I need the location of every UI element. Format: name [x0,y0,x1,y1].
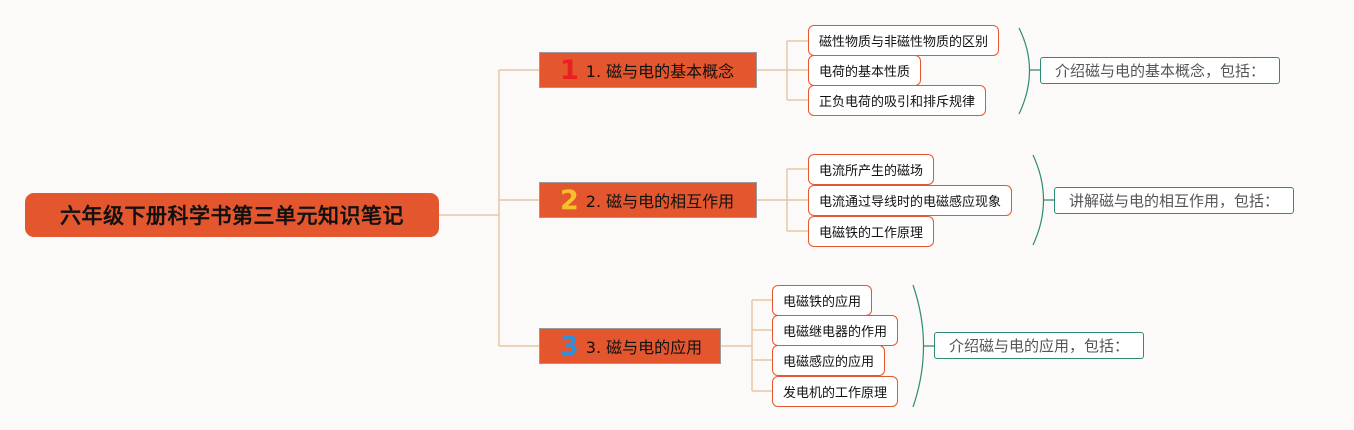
branch-1-label: 1. 磁与电的基本概念 [585,62,735,81]
item-label: 电磁感应的应用 [783,355,875,370]
item-label: 正负电荷的吸引和排斥规律 [819,95,976,110]
branch-3-summary[interactable]: 介绍磁与电的应用，包括： [934,332,1145,359]
summary-label: 介绍磁与电的基本概念，包括： [1055,62,1266,80]
item-label: 电磁铁的应用 [783,295,862,310]
item-label: 发电机的工作原理 [783,386,888,401]
branch-3-item-3[interactable]: 电磁感应的应用 [772,345,886,376]
root-title: 六年级下册科学书第三单元知识笔记 [60,204,404,228]
branch-2-summary[interactable]: 讲解磁与电的相互作用，包括： [1054,187,1295,214]
branch-3-label: 3. 磁与电的应用 [585,338,703,357]
item-label: 磁性物质与非磁性物质的区别 [819,35,989,50]
number-1-icon: 1 [560,54,579,86]
summary-bracket-1 [1018,27,1031,115]
item-label: 电磁铁的工作原理 [819,226,924,241]
branch-2-item-3[interactable]: 电磁铁的工作原理 [808,216,935,247]
branch-3-connector [721,299,772,392]
branch-1-summary[interactable]: 介绍磁与电的基本概念，包括： [1040,57,1281,84]
branch-2-item-2[interactable]: 电流通过导线时的电磁感应现象 [808,185,1013,216]
branch-1-item-2[interactable]: 电荷的基本性质 [808,55,922,86]
root-topic[interactable]: 六年级下册科学书第三单元知识笔记 [25,193,439,237]
branch-1-item-3[interactable]: 正负电荷的吸引和排斥规律 [808,85,987,116]
branch-1-connector [757,40,808,101]
branch-2-connector [757,168,808,232]
summary-label: 讲解磁与电的相互作用，包括： [1069,192,1280,210]
branch-1-item-1[interactable]: 磁性物质与非磁性物质的区别 [808,25,1000,56]
root-connector [439,69,539,347]
summary-ticks [924,69,1054,347]
branch-2[interactable]: 2 2. 磁与电的相互作用 [539,182,757,218]
item-label: 电磁继电器的作用 [783,325,888,340]
item-label: 电流所产生的磁场 [819,164,924,179]
summary-label: 介绍磁与电的应用，包括： [949,337,1130,355]
item-label: 电流通过导线时的电磁感应现象 [819,195,1002,210]
branch-3-item-2[interactable]: 电磁继电器的作用 [772,315,899,346]
number-3-icon: 3 [560,330,579,362]
branch-3-item-4[interactable]: 发电机的工作原理 [772,376,899,407]
summary-bracket-2 [1032,154,1045,246]
branch-3-item-1[interactable]: 电磁铁的应用 [772,285,873,316]
branch-2-item-1[interactable]: 电流所产生的磁场 [808,154,935,185]
branch-2-label: 2. 磁与电的相互作用 [585,192,735,211]
branch-3[interactable]: 3 3. 磁与电的应用 [539,328,721,364]
summary-bracket-3 [912,284,925,408]
branch-1[interactable]: 1 1. 磁与电的基本概念 [539,52,757,88]
number-2-icon: 2 [560,184,579,216]
item-label: 电荷的基本性质 [819,65,911,80]
